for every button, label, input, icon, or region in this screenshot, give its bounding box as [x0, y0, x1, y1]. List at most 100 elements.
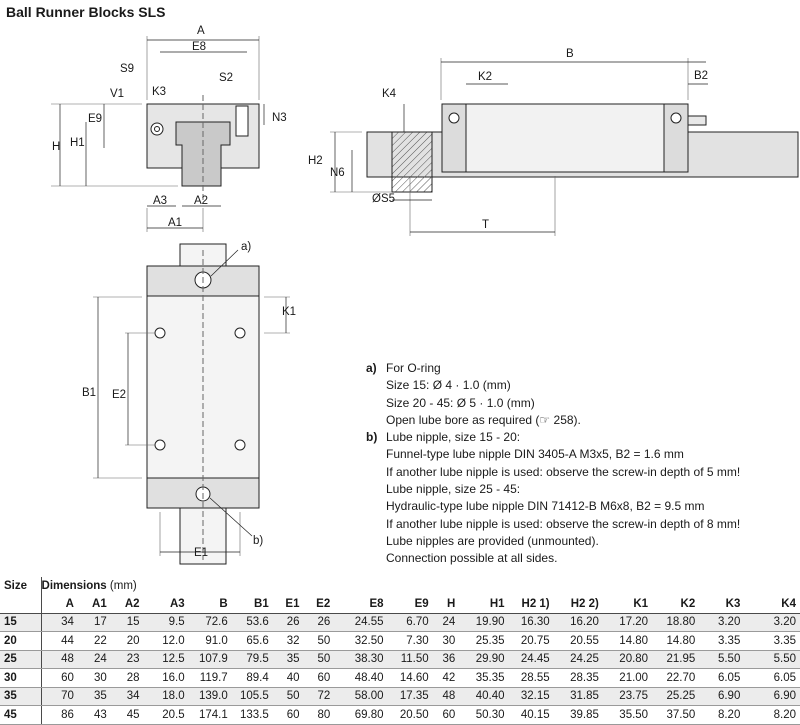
table-cell: 32.50	[334, 631, 388, 651]
label-E8: E8	[192, 41, 206, 53]
table-cell: 8.20	[699, 705, 745, 725]
note-text: Hydraulic-type lube nipple DIN 71412-B M…	[386, 499, 705, 514]
note-tag: b)	[366, 430, 378, 445]
table-cell: 25.25	[652, 687, 700, 706]
table-cell: 21.00	[602, 668, 653, 688]
table-cell: 36	[432, 650, 460, 669]
column-header: H2 2)	[553, 595, 603, 614]
note-text: Connection possible at all sides.	[386, 551, 558, 566]
table-cell: 30	[432, 631, 460, 651]
column-header: K1	[602, 595, 653, 614]
note-line: Funnel-type lube nipple DIN 3405-A M3x5,…	[366, 446, 740, 463]
column-header: A1	[77, 595, 111, 614]
side-bore-circle	[150, 122, 164, 136]
table-cell: 31.85	[553, 687, 603, 706]
label-b: b)	[253, 535, 263, 547]
table-cell: 34	[110, 687, 144, 706]
column-header: E1	[272, 595, 304, 614]
table-cell: 20.80	[602, 650, 653, 669]
table-cell: 80	[303, 705, 335, 725]
table-cell: 17	[77, 613, 111, 632]
table-cell: 58.00	[334, 687, 388, 706]
top-view	[93, 243, 290, 565]
note-line: Hydraulic-type lube nipple DIN 71412-B M…	[366, 498, 740, 515]
table-cell: 119.7	[188, 668, 232, 688]
note-line: Size 15: Ø 4 · 1.0 (mm)	[366, 377, 740, 394]
dimensions-header: Dimensions (mm)	[41, 577, 800, 595]
table-cell: 20.75	[508, 631, 554, 651]
table-cell: 16.30	[508, 613, 554, 632]
table-cell: 32.15	[508, 687, 554, 706]
table-cell: 60	[41, 668, 78, 688]
column-header: A3	[143, 595, 189, 614]
table-cell: 29.90	[459, 650, 509, 669]
table-cell: 24	[432, 613, 460, 632]
table-cell: 3.20	[744, 613, 800, 632]
label-H: H	[52, 141, 60, 153]
table-cell: 19.90	[459, 613, 509, 632]
table-cell: 34	[41, 613, 78, 632]
label-E2: E2	[112, 389, 126, 401]
table-cell: 70	[41, 687, 78, 706]
page-title: Ball Runner Blocks SLS	[6, 4, 166, 20]
table-cell: 42	[432, 668, 460, 688]
table-cell: 35	[77, 687, 111, 706]
column-header: A	[41, 595, 78, 614]
table-cell: 35	[272, 650, 304, 669]
label-B: B	[566, 48, 574, 60]
table-cell: 17.20	[602, 613, 653, 632]
column-header: H2 1)	[508, 595, 554, 614]
label-K1: K1	[282, 306, 296, 318]
note-text: Lube nipple, size 25 - 45:	[386, 482, 521, 497]
note-line: If another lube nipple is used: observe …	[366, 516, 740, 533]
table-cell: 22.70	[652, 668, 700, 688]
block-side	[441, 103, 665, 173]
table-cell: 44	[41, 631, 78, 651]
table-cell: 26	[272, 613, 304, 632]
note-text: Open lube bore as required (☞ 258).	[386, 412, 581, 427]
table-cell: 28.55	[508, 668, 554, 688]
table-cell: 35.50	[602, 705, 653, 725]
table-cell: 69.80	[334, 705, 388, 725]
table-cell: 5.50	[699, 650, 745, 669]
table-cell: 20.50	[387, 705, 433, 725]
note-line: Size 20 - 45: Ø 5 · 1.0 (mm)	[366, 395, 740, 412]
column-header: E2	[303, 595, 335, 614]
table-cell: 60	[303, 668, 335, 688]
column-header: H	[432, 595, 460, 614]
size-header: Size	[0, 577, 42, 595]
table-cell: 24.25	[553, 650, 603, 669]
table-cell: 60	[432, 705, 460, 725]
column-header: E8	[334, 595, 388, 614]
table-cell: 9.5	[143, 613, 189, 632]
label-S5: ØS5	[372, 193, 395, 205]
note-text: Funnel-type lube nipple DIN 3405-A M3x5,…	[386, 447, 684, 462]
table-cell: 15	[110, 613, 144, 632]
table-cell: 16.20	[553, 613, 603, 632]
table-cell: 48	[432, 687, 460, 706]
note-text: Lube nipple, size 15 - 20:	[386, 430, 521, 445]
table-cell: 18.80	[652, 613, 700, 632]
table-cell: 79.5	[231, 650, 273, 669]
column-header: B	[188, 595, 232, 614]
table-cell: 107.9	[188, 650, 232, 669]
size-cell: 35	[0, 687, 42, 706]
table-cell: 50.30	[459, 705, 509, 725]
table-cell: 37.50	[652, 705, 700, 725]
note-line: Lube nipple, size 25 - 45:	[366, 481, 740, 498]
label-S2: S2	[219, 72, 233, 84]
table-cell: 7.30	[387, 631, 433, 651]
column-header: B1	[231, 595, 273, 614]
label-K3: K3	[152, 86, 166, 98]
note-line: b) Lube nipple, size 15 - 20:	[366, 429, 740, 446]
table-cell: 20.55	[553, 631, 603, 651]
table-cell: 28.35	[553, 668, 603, 688]
label-B1: B1	[82, 387, 96, 399]
table-cell: 91.0	[188, 631, 232, 651]
